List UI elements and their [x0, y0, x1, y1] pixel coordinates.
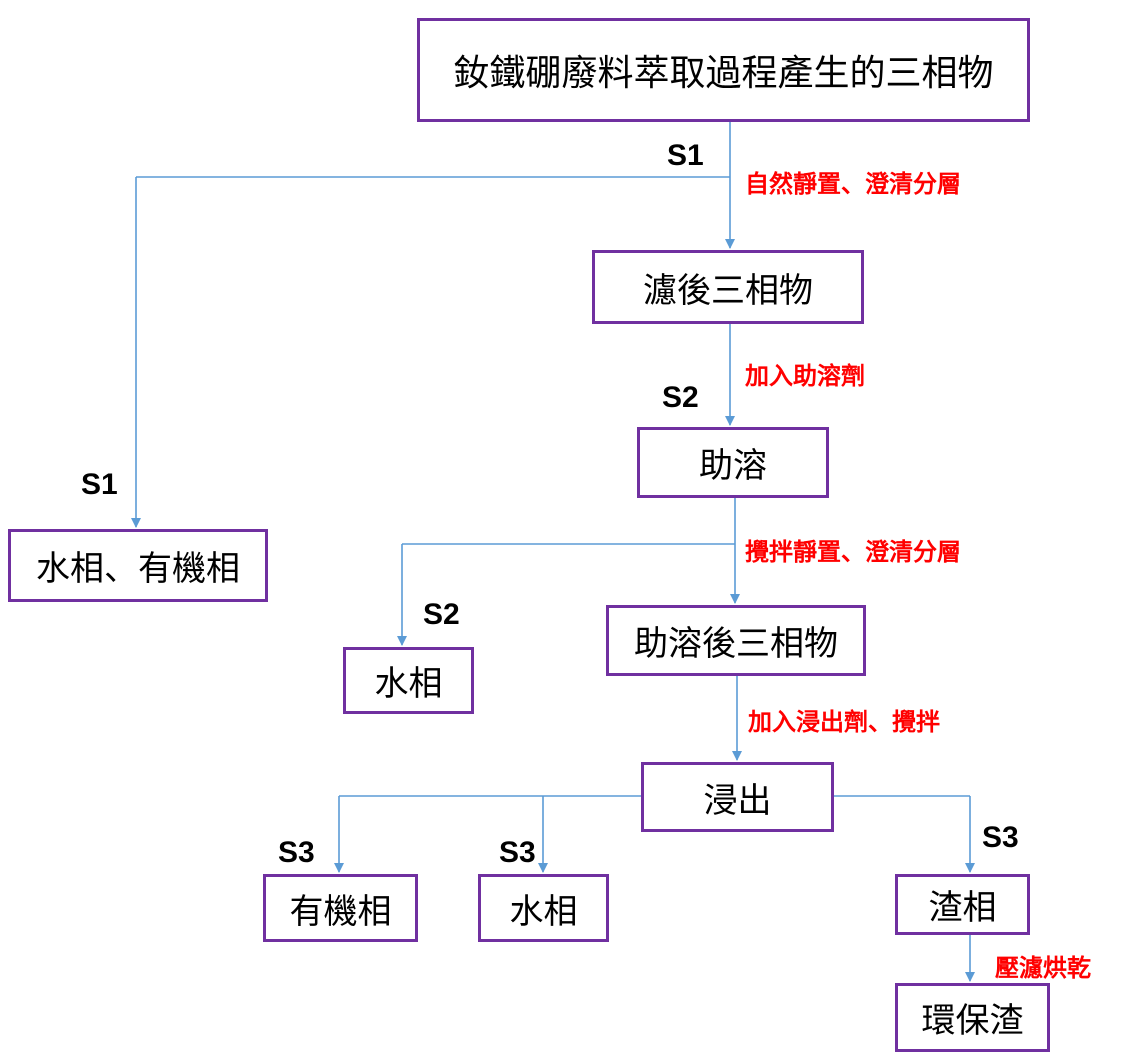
leach-node: 浸出 [641, 762, 834, 832]
action-label: 自然靜置、澄清分層 [745, 170, 961, 198]
water-s2-node: 水相 [343, 647, 474, 714]
organic-s3-node: 有機相 [263, 874, 418, 942]
eco-residue-node: 環保渣 [895, 983, 1050, 1052]
step-label: S1 [81, 468, 118, 501]
water-organic-node: 水相、有機相 [8, 529, 268, 602]
water-s3-node: 水相 [478, 874, 609, 942]
step-label: S3 [499, 836, 536, 869]
root-node: 釹鐵硼廢料萃取過程產生的三相物 [417, 18, 1030, 122]
action-label: 壓濾烘乾 [995, 954, 1091, 982]
residue-node: 渣相 [895, 874, 1030, 935]
filtered-node: 濾後三相物 [592, 250, 864, 324]
step-label: S3 [278, 836, 315, 869]
action-label: 加入助溶劑 [745, 362, 865, 390]
step-label: S2 [662, 381, 699, 414]
cosolvent-node: 助溶 [637, 427, 829, 498]
step-label: S1 [667, 139, 704, 172]
after-cosolvent-node: 助溶後三相物 [606, 605, 866, 676]
action-label: 攪拌靜置、澄清分層 [745, 538, 961, 566]
step-label: S2 [423, 598, 460, 631]
action-label: 加入浸出劑、攪拌 [748, 708, 940, 736]
step-label: S3 [982, 821, 1019, 854]
